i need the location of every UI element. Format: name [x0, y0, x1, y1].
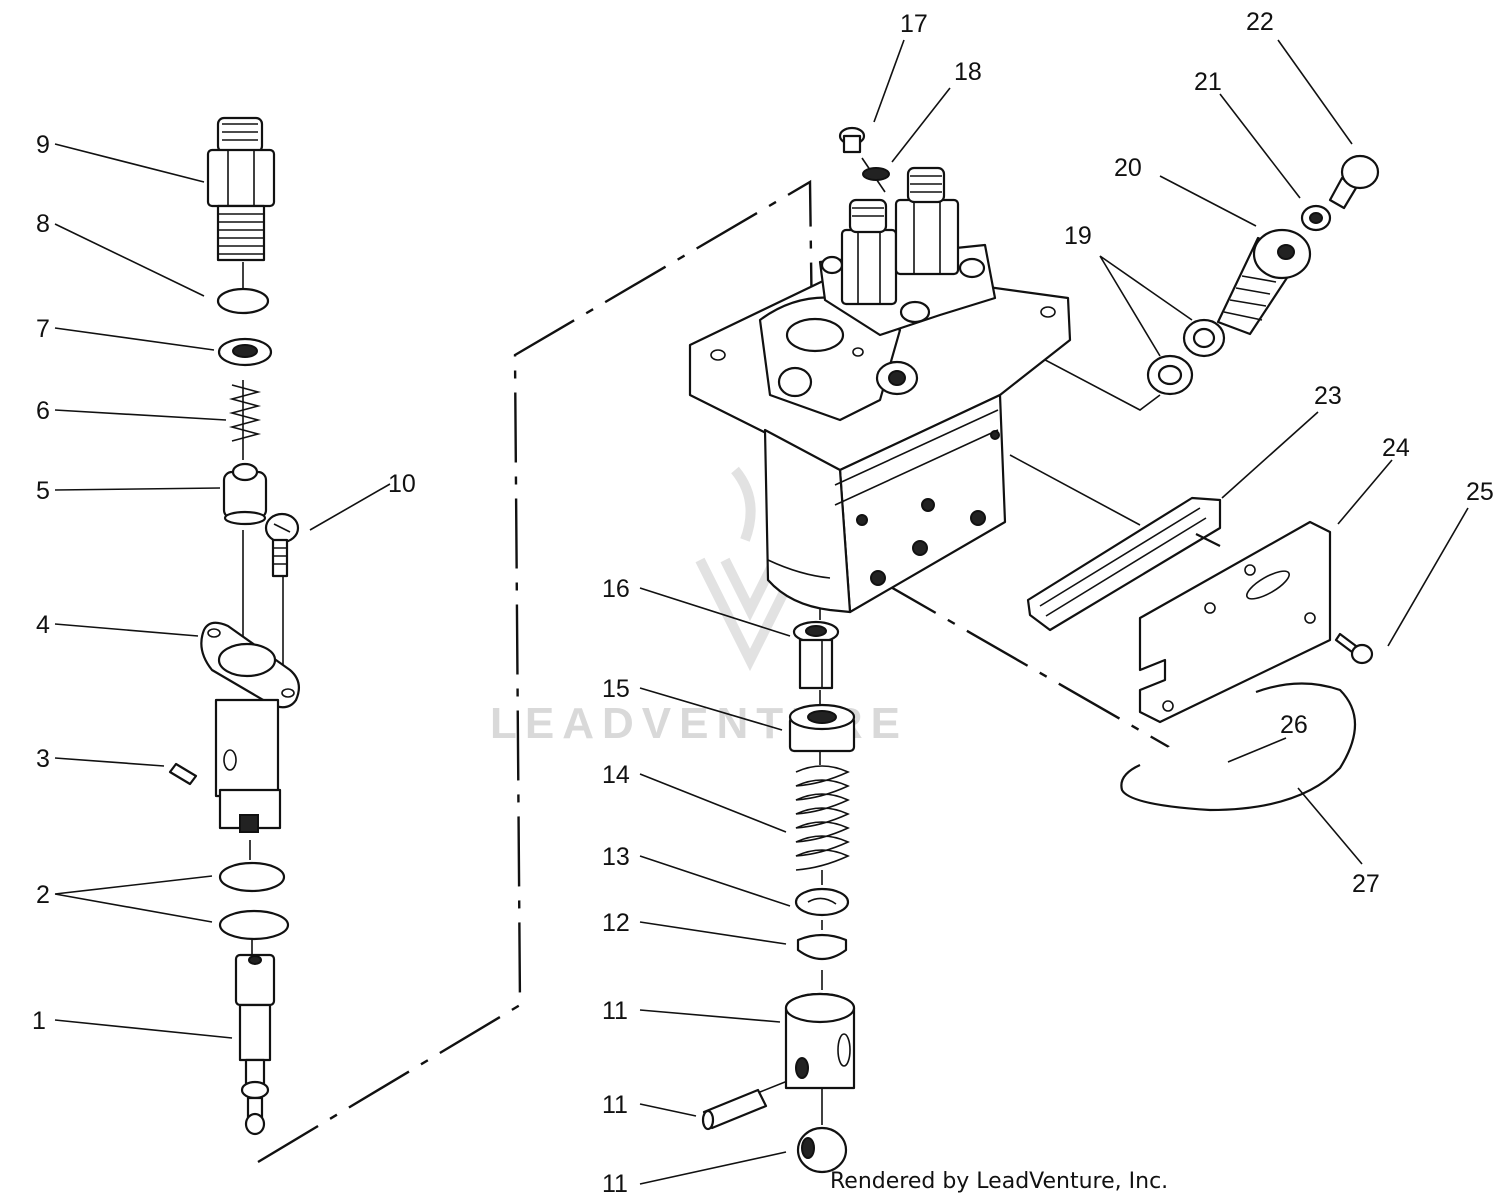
part-20-banjo-bolt — [1216, 228, 1312, 336]
callout-13: 13 — [602, 843, 630, 871]
callout-25: 25 — [1466, 478, 1494, 506]
callout-18: 18 — [954, 58, 982, 86]
part-23-control-rack — [1026, 496, 1222, 632]
part-3-pin — [168, 762, 198, 786]
callout-10: 10 — [388, 470, 416, 498]
callout-15: 15 — [602, 675, 630, 703]
part-1-plunger — [234, 953, 276, 1136]
callout-26: 26 — [1280, 711, 1308, 739]
part-2-o-ring-upper — [218, 861, 286, 893]
callout-20: 20 — [1114, 154, 1142, 182]
axis-line-left-c — [249, 840, 253, 955]
assembly-line-left — [257, 179, 814, 1164]
callout-11-roller: 11 — [602, 1170, 628, 1198]
part-6-spring — [228, 384, 262, 442]
callout-21: 21 — [1194, 68, 1222, 96]
callout-14: 14 — [602, 761, 630, 789]
part-19-washer-upper — [1182, 318, 1226, 358]
part-7-gasket — [217, 337, 273, 367]
part-8-o-ring — [216, 287, 270, 315]
part-19-washer-lower — [1146, 354, 1194, 396]
part-2-o-ring-lower — [218, 909, 290, 941]
callout-11-pin: 11 — [602, 1091, 628, 1119]
part-24-cover-plate — [1138, 520, 1332, 724]
callout-11-tappet: 11 — [602, 997, 628, 1025]
callout-23: 23 — [1314, 382, 1342, 410]
part-12-adjusting-shim — [796, 933, 848, 961]
callout-2: 2 — [36, 881, 50, 909]
callout-6: 6 — [36, 397, 50, 425]
axis-line-side — [1009, 454, 1141, 526]
part-22-bleeder-screw — [1328, 154, 1380, 210]
part-15-spring-seat — [788, 703, 856, 753]
callout-27: 27 — [1352, 870, 1380, 898]
callout-9: 9 — [36, 131, 50, 159]
callout-24: 24 — [1382, 434, 1410, 462]
callout-8: 8 — [36, 210, 50, 238]
part-5-delivery-valve — [222, 462, 268, 526]
callout-1: 1 — [32, 1007, 46, 1035]
callout-3: 3 — [36, 745, 50, 773]
part-16-control-sleeve — [792, 620, 840, 690]
assembly-line-screw26 — [874, 576, 1196, 764]
callout-12: 12 — [602, 909, 630, 937]
pump-housing — [688, 166, 1072, 614]
part-11-roller — [796, 1126, 848, 1174]
part-27-wire-clip — [1120, 682, 1357, 812]
credit-text: Rendered by LeadVenture, Inc. — [830, 1169, 1168, 1194]
part-14-plunger-spring — [795, 765, 850, 871]
leader-lines — [54, 39, 1469, 1185]
callout-22: 22 — [1246, 8, 1274, 36]
callout-17: 17 — [900, 10, 928, 38]
part-10-screw — [264, 512, 300, 578]
part-25-screw — [1334, 632, 1374, 665]
callout-7: 7 — [36, 315, 50, 343]
callout-5: 5 — [36, 477, 50, 505]
part-9-delivery-valve-holder — [206, 116, 276, 262]
part-17-plug — [838, 126, 866, 154]
part-18-washer — [862, 167, 890, 181]
part-4-barrel-flange — [200, 621, 301, 833]
part-11-tappet-pin — [701, 1088, 768, 1131]
callout-4: 4 — [36, 611, 50, 639]
part-13-lower-spring-seat — [794, 887, 850, 917]
callout-labels: 9 8 7 6 5 10 4 3 2 1 16 15 14 13 12 11 1… — [32, 8, 1494, 1198]
callout-16: 16 — [602, 575, 630, 603]
part-11-tappet — [784, 992, 856, 1090]
callout-19: 19 — [1064, 222, 1092, 250]
part-21-washer — [1300, 204, 1332, 232]
